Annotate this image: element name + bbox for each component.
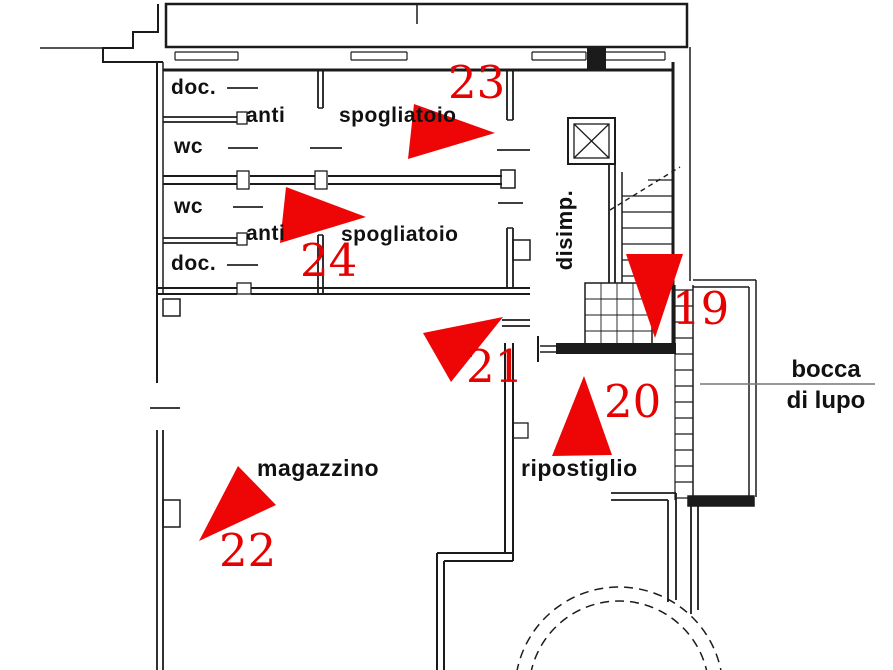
- room-label-spogliatoio-top: spogliatoio: [339, 104, 457, 127]
- arrow-22-right-icon: [199, 466, 276, 541]
- room-label-wc-top: wc: [174, 135, 204, 158]
- room-label-spogliatoio-bottom: spogliatoio: [341, 223, 459, 246]
- marker-number-22: 22: [219, 524, 277, 577]
- room-label-anti-top: anti: [246, 104, 286, 127]
- photo-markers: [199, 104, 683, 541]
- room-label-disimp: disimp.: [552, 189, 577, 271]
- room-label-wc-mid: wc: [174, 195, 204, 218]
- arrow-21-downleft-icon: [423, 317, 503, 382]
- room-label-magazzino: magazzino: [257, 455, 380, 481]
- marker-number-24: 24: [300, 234, 358, 287]
- bocca-di-lupo-shaft: [687, 279, 757, 507]
- bocca-line1: bocca: [791, 356, 861, 383]
- marker-number-23: 23: [448, 56, 506, 109]
- room-label-anti-bottom: anti: [246, 222, 286, 245]
- room-label-doc-bottom: doc.: [171, 252, 217, 275]
- marker-number-21: 21: [466, 340, 524, 393]
- marker-number-20: 20: [604, 375, 662, 428]
- marker-number-19: 19: [672, 282, 730, 335]
- room-label-bocca-di-lupo: bocca di lupo: [768, 354, 884, 416]
- walls: [40, 2, 875, 670]
- arrow-20-up-icon: [552, 376, 612, 456]
- landing-grid: [584, 282, 653, 348]
- elevator-symbol: [567, 117, 616, 165]
- arrow-23-right-icon: [408, 104, 495, 159]
- room-label-doc-top: doc.: [171, 76, 217, 99]
- pillar: [587, 46, 606, 71]
- door-dashes: [150, 87, 530, 409]
- room-label-ripostiglio: ripostiglio: [521, 455, 638, 481]
- bocca-line2: di lupo: [786, 387, 866, 414]
- arrow-19-down-icon: [626, 254, 683, 338]
- arrow-24-right-icon: [280, 187, 366, 243]
- window-symbols: [174, 51, 666, 61]
